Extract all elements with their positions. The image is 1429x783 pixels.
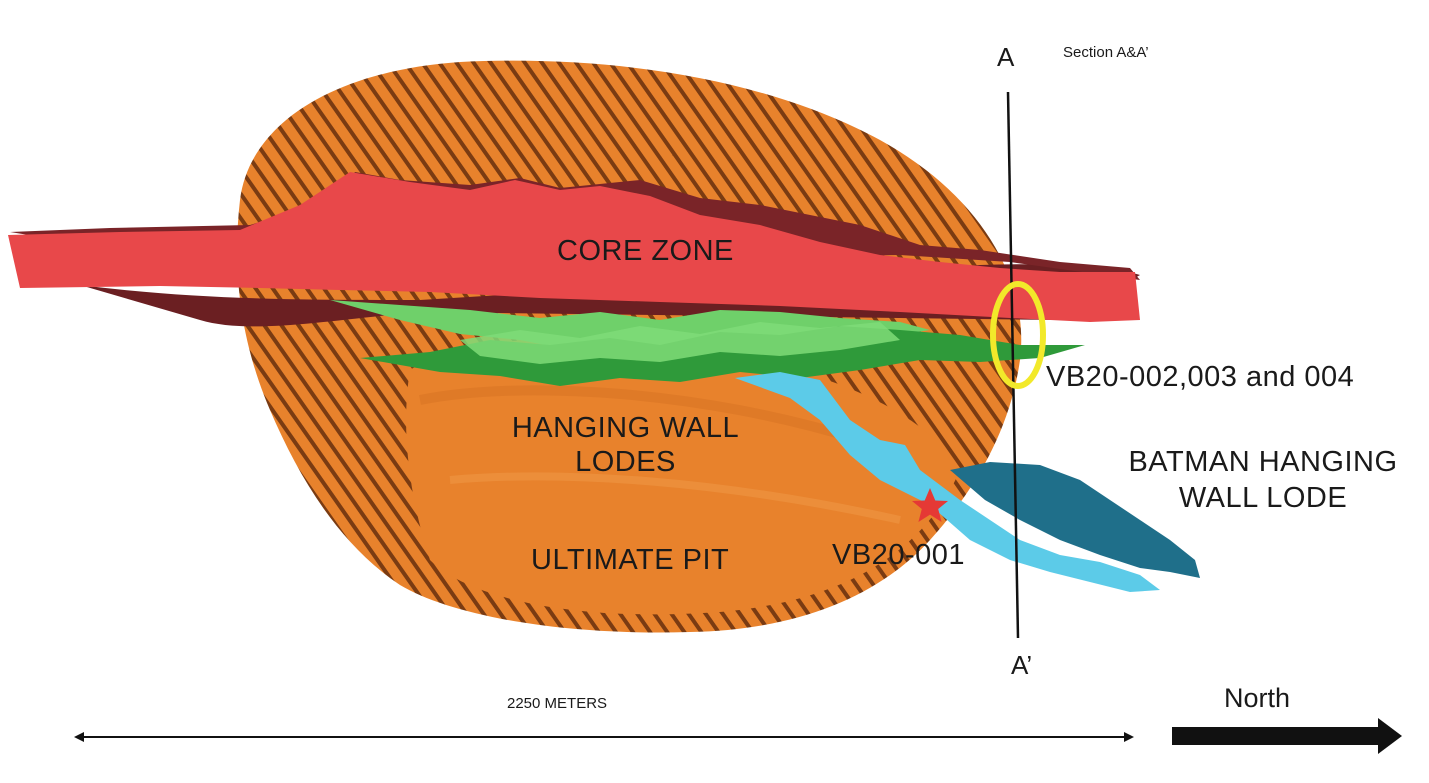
highlight-ellipse (990, 281, 1046, 389)
batman-lode-shape (735, 372, 1200, 592)
batman-lode-line2: WALL LODE (1178, 482, 1348, 515)
ultimate-pit-label: ULTIMATE PIT (531, 544, 730, 576)
hanging-wall-lodes-line1: HANGING WALL (511, 412, 740, 444)
section-line (1006, 91, 1020, 639)
drillhole-star-icon (912, 488, 948, 522)
vb20-002-label: VB20-002,003 and 004 (1046, 361, 1355, 393)
batman-lode-label: BATMAN HANGING WALL LODE (1118, 447, 1408, 514)
scale-bar (74, 732, 1134, 742)
hanging-wall-lodes-line2: LODES (575, 446, 676, 479)
section-a-prime-label: A’ (1011, 650, 1033, 680)
hanging-wall-lodes-shape (330, 300, 1085, 386)
core-zone-shape (8, 172, 1140, 322)
hanging-wall-lodes-label: HANGING WALL LODES (503, 413, 748, 478)
north-label: North (1224, 683, 1291, 713)
section-title: Section A&A’ (1063, 44, 1149, 61)
core-zone-label: CORE ZONE (557, 235, 734, 267)
north-arrow-icon (1172, 718, 1402, 754)
section-a-label: A (997, 42, 1015, 72)
vb20-001-label: VB20-001 (832, 539, 965, 571)
scale-label: 2250 METERS (507, 695, 608, 712)
batman-lode-line1: BATMAN HANGING (1128, 446, 1398, 478)
